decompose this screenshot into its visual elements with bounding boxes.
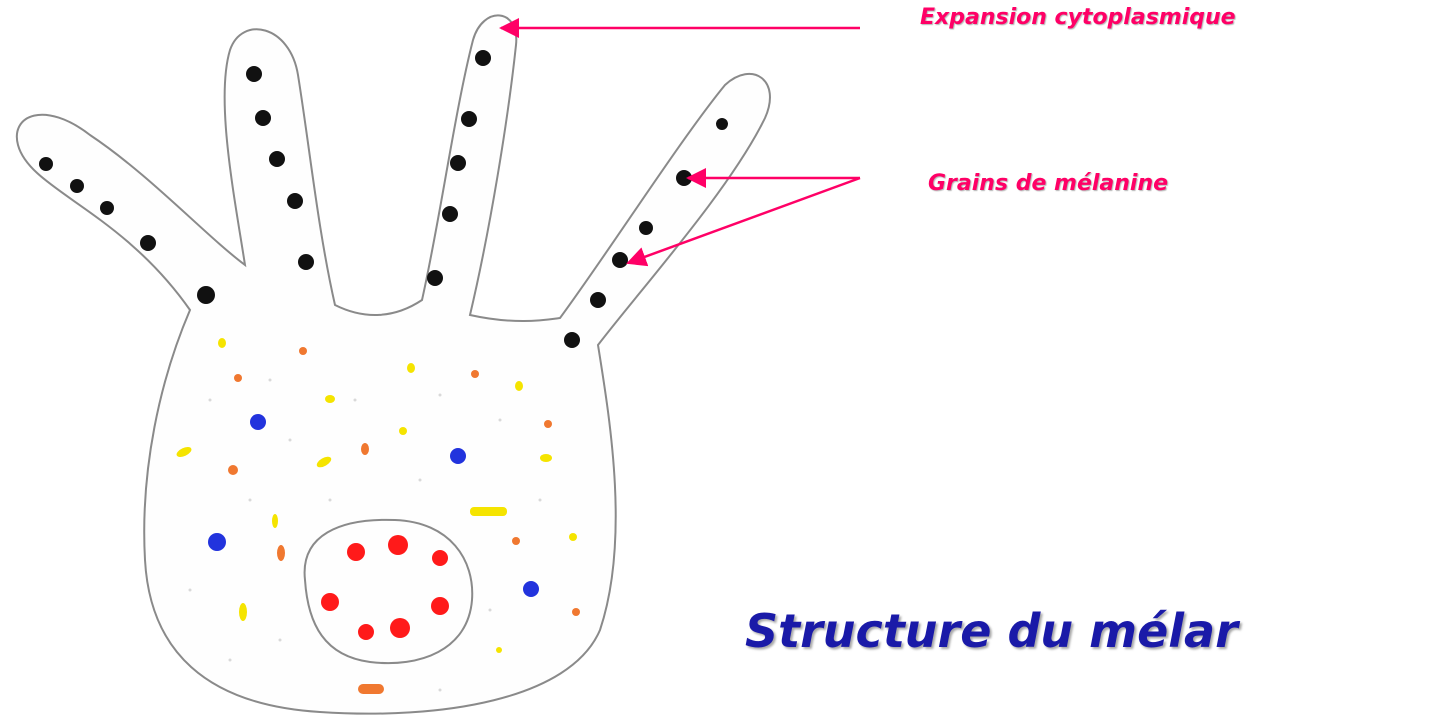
melanin-grain — [287, 193, 303, 209]
yellow-granule — [540, 454, 552, 462]
melanin-grain — [475, 50, 491, 66]
melanin-grain — [450, 155, 466, 171]
blue-granule — [250, 414, 266, 430]
expansion-label: Expansion cytoplasmique — [920, 5, 1236, 30]
yellow-granule — [239, 603, 247, 621]
yellow-granule — [569, 533, 577, 541]
chromatin-granule — [358, 624, 374, 640]
orange-granule — [234, 374, 242, 382]
yellow-granule — [470, 507, 507, 516]
orange-granule — [299, 347, 307, 355]
melanin-grain — [246, 66, 262, 82]
melanin-grain — [564, 332, 580, 348]
orange-granule — [471, 370, 479, 378]
blue-granule — [208, 533, 226, 551]
chromatin-granule — [431, 597, 449, 615]
yellow-granule — [272, 514, 278, 528]
melanin-grain — [427, 270, 443, 286]
melanin-grain — [197, 286, 215, 304]
melanin-grain — [590, 292, 606, 308]
melanin-grain — [70, 179, 84, 193]
orange-granule — [544, 420, 552, 428]
orange-granule — [358, 684, 384, 694]
melanin-grain — [255, 110, 271, 126]
orange-granule — [512, 537, 520, 545]
yellow-granule — [399, 427, 407, 435]
blue-granule — [523, 581, 539, 597]
yellow-granule — [407, 363, 415, 373]
orange-granule — [361, 443, 369, 455]
melanin-grain — [269, 151, 285, 167]
yellow-granule — [218, 338, 226, 348]
melanin-grain — [716, 118, 728, 130]
diagram-title: Structure du mélar — [745, 604, 1238, 658]
orange-granule — [277, 545, 285, 561]
yellow-granule — [325, 395, 335, 403]
melanin-grain — [461, 111, 477, 127]
yellow-granule — [496, 647, 502, 653]
orange-granule — [228, 465, 238, 475]
chromatin-granule — [388, 535, 408, 555]
yellow-granule — [515, 381, 523, 391]
chromatin-granule — [347, 543, 365, 561]
melanin-grain — [639, 221, 653, 235]
orange-granule — [572, 608, 580, 616]
blue-granule — [450, 448, 466, 464]
chromatin-granule — [432, 550, 448, 566]
melanin-grain — [298, 254, 314, 270]
nucleus-outline — [305, 520, 473, 663]
chromatin-granule — [321, 593, 339, 611]
chromatin-granule — [390, 618, 410, 638]
melanin-grain — [100, 201, 114, 215]
grains-label: Grains de mélanine — [928, 171, 1168, 196]
melanin-grain — [442, 206, 458, 222]
melanin-grain — [140, 235, 156, 251]
melanin-grain — [39, 157, 53, 171]
melanin-grain — [612, 252, 628, 268]
